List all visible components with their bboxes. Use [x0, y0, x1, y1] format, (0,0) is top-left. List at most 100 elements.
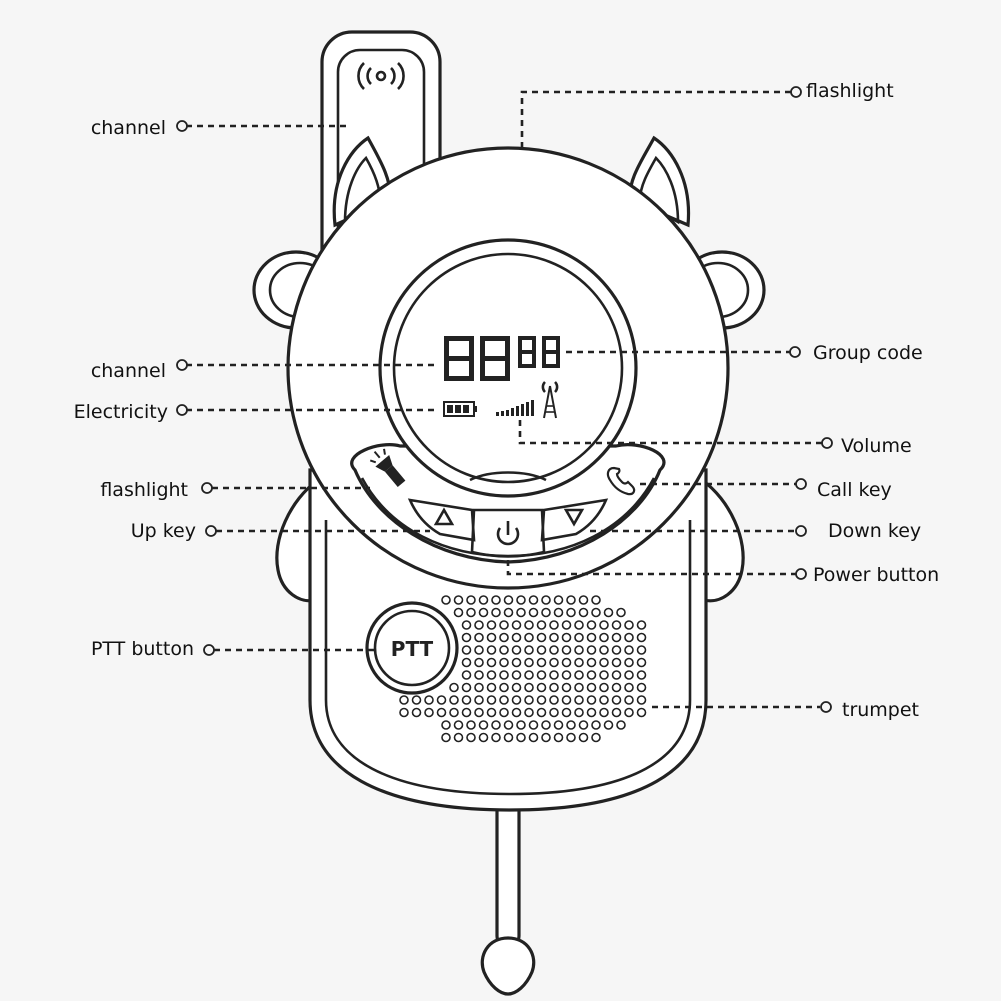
label-call-key: Call key [817, 479, 892, 501]
small-digit-2 [542, 336, 560, 368]
grille-hole [611, 682, 622, 693]
leader-lines [176, 86, 833, 713]
grille-hole [549, 670, 559, 680]
grille-hole [624, 695, 634, 705]
grille-hole [574, 670, 584, 680]
power-button[interactable] [470, 508, 546, 558]
grille-hole [399, 695, 409, 705]
grille-hole [524, 682, 534, 693]
grille-hole [466, 720, 476, 730]
call-key[interactable] [606, 466, 636, 496]
grille-hole [624, 620, 634, 630]
grille-hole [586, 682, 597, 693]
grille-hole [461, 707, 472, 718]
grille-hole [453, 732, 464, 743]
grille-hole [436, 707, 447, 718]
grille-hole [449, 695, 459, 705]
label-up-key: Up key [131, 520, 196, 542]
speaker-grille [399, 595, 647, 743]
label-channel-antenna: channel [91, 117, 166, 139]
grille-hole [578, 732, 589, 743]
grille-hole [636, 695, 647, 705]
flashlight-key[interactable] [368, 446, 409, 490]
grille-hole [561, 695, 572, 705]
grille-hole [561, 632, 572, 643]
grille-hole [549, 707, 559, 718]
grille-hole [478, 720, 489, 730]
grille-hole [524, 657, 534, 668]
large-digit-1 [444, 336, 474, 381]
grille-hole [549, 657, 559, 668]
grille-hole [586, 645, 597, 655]
grille-hole [499, 657, 509, 668]
grille-hole [586, 707, 597, 718]
grille-hole [524, 645, 534, 655]
grille-hole [491, 607, 501, 618]
grille-hole [453, 720, 464, 730]
grille-hole [574, 657, 584, 668]
grille-hole [566, 595, 576, 605]
grille-hole [624, 632, 634, 643]
grille-hole [636, 620, 647, 630]
grille-hole [591, 595, 601, 605]
up-key[interactable] [407, 498, 476, 542]
grille-hole [611, 657, 622, 668]
grille-hole [553, 607, 564, 618]
large-digit-2 [480, 336, 510, 381]
triangle-down-icon [563, 508, 585, 527]
grille-hole [603, 607, 614, 618]
triangle-up-icon [433, 507, 455, 526]
grille-hole [574, 632, 584, 643]
grille-hole [499, 695, 509, 705]
grille-hole [486, 695, 497, 705]
label-group-code: Group code [813, 342, 923, 364]
grille-hole [453, 595, 464, 605]
grille-hole [528, 595, 539, 605]
grille-hole [474, 670, 484, 680]
grille-hole [603, 720, 614, 730]
down-key[interactable] [540, 498, 609, 542]
grille-hole [474, 695, 484, 705]
grille-hole [511, 695, 522, 705]
grille-hole [461, 695, 472, 705]
grille-hole [449, 707, 459, 718]
grille-hole [599, 682, 609, 693]
grille-hole [486, 620, 497, 630]
grille-hole [636, 632, 647, 643]
grille-hole [578, 720, 589, 730]
grille-hole [599, 645, 609, 655]
grille-hole [486, 707, 497, 718]
grille-hole [486, 645, 497, 655]
grille-hole [499, 645, 509, 655]
grille-hole [536, 645, 547, 655]
grille-hole [624, 682, 634, 693]
grille-hole [599, 657, 609, 668]
grille-hole [636, 682, 647, 693]
label-down-key: Down key [828, 520, 921, 542]
grille-hole [486, 657, 497, 668]
grille-hole [578, 607, 589, 618]
power-icon [496, 521, 520, 546]
grille-hole [574, 620, 584, 630]
grille-hole [591, 720, 601, 730]
grille-hole [536, 657, 547, 668]
grille-hole [474, 632, 484, 643]
grille-hole [566, 732, 576, 743]
grille-hole [511, 707, 522, 718]
label-ptt-button: PTT button [91, 638, 194, 660]
grille-hole [574, 695, 584, 705]
grille-hole [474, 620, 484, 630]
grille-hole [499, 670, 509, 680]
grille-hole [503, 720, 514, 730]
grille-hole [541, 720, 551, 730]
phone-icon [606, 466, 636, 496]
grille-hole [586, 670, 597, 680]
grille-hole [461, 670, 472, 680]
battery-icon [443, 401, 477, 417]
grille-hole [491, 732, 501, 743]
ptt-button[interactable]: PTT [365, 601, 459, 695]
grille-hole [516, 732, 526, 743]
grille-hole [611, 645, 622, 655]
grille-hole [599, 620, 609, 630]
labels: channel flashlight channel Group code El… [74, 80, 940, 721]
